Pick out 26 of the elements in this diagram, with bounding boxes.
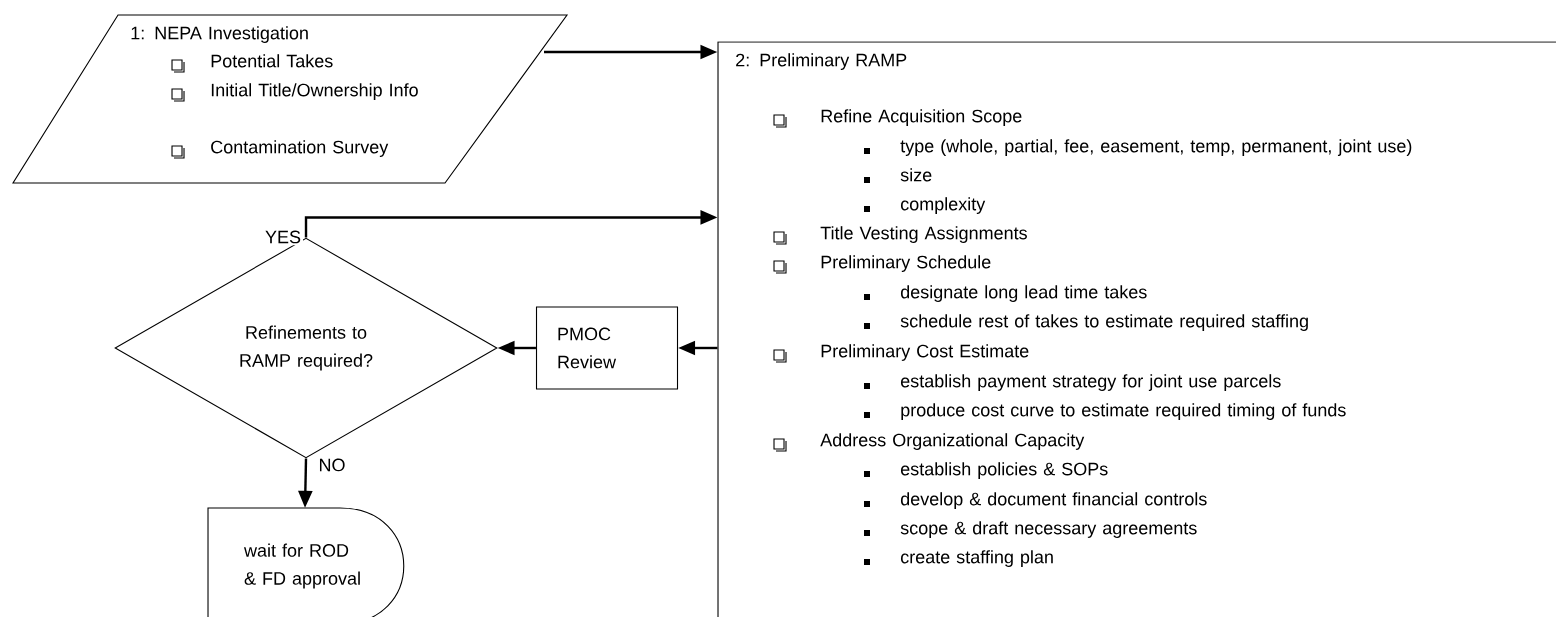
list-item: schedule rest of takes to estimate required staffing <box>900 314 1308 331</box>
list-item: size <box>900 168 932 182</box>
list-item: Address Organizational Capacity <box>820 433 1085 450</box>
process-box <box>717 41 1556 617</box>
edge-label: NO <box>316 456 348 474</box>
list-item: complexity <box>901 197 986 214</box>
list-item: Contamination Survey <box>211 140 389 157</box>
edge-label: YES <box>263 228 303 246</box>
list-item: Refine Acquisition Scope <box>821 109 1022 126</box>
list-item: create staffing plan <box>901 550 1053 567</box>
list-item: establish payment strategy for joint use parcels <box>901 374 1281 391</box>
list-item: Preliminary Cost Estimate <box>821 344 1029 361</box>
list-item: establish policies & SOPs <box>901 462 1108 479</box>
list-item: develop & document financial controls <box>900 492 1207 509</box>
heading: 1: NEPA Investigation <box>131 26 308 43</box>
list-item: Potential Takes <box>211 54 333 68</box>
heading: 2: Preliminary RAMP <box>736 53 907 70</box>
list-item: produce cost curve to estimate required timing of funds <box>901 403 1346 420</box>
input-parallelogram <box>12 14 569 184</box>
list-item: designate long lead time takes <box>900 285 1147 302</box>
list-item: Title Vesting Assignments <box>820 226 1027 243</box>
list-item: type (whole, partial, fee, easement, temp, permanent, joint use) <box>900 139 1412 156</box>
list-item: Initial Title/Ownership Info <box>211 83 418 100</box>
process-box: PMOC Review <box>535 306 679 390</box>
list-item: scope & draft necessary agreements <box>900 521 1197 538</box>
list-item: Preliminary Schedule <box>821 255 991 272</box>
